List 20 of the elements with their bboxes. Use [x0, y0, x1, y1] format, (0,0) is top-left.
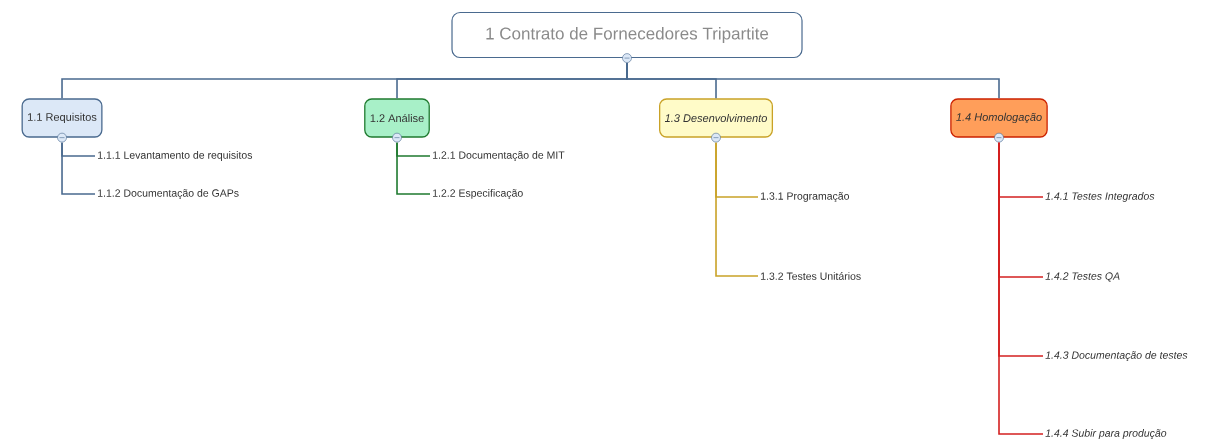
- connector: [998, 141, 1044, 435]
- subtopic-text: 1.4.3 Documentação de testes: [1045, 351, 1188, 361]
- subtopic-text: 1.4.1 Testes Integrados: [1045, 192, 1155, 202]
- subtopic-text: 1.1.1 Levantamento de requisitos: [98, 151, 253, 161]
- connector: [626, 62, 1000, 100]
- title-box: 1 Contrato de Fornecedores Tripartite: [451, 11, 803, 59]
- subtopic-text: 1.2.1 Documentação de MIT: [433, 151, 565, 161]
- connector: [396, 141, 431, 195]
- subtopic-text: 1.2.2 Especificação: [433, 189, 523, 199]
- subtopic-text: 1.3.1 Programação: [761, 192, 850, 202]
- subtopic-text: 1.1.2 Documentação de GAPs: [98, 189, 239, 199]
- topic-box: 1.4 Homologação: [950, 98, 1048, 138]
- subtopic-text: 1.4.2 Testes QA: [1045, 272, 1120, 282]
- subtopic-text: 1.3.2 Testes Unitários: [761, 272, 861, 280]
- connector: [715, 141, 759, 277]
- connector: [61, 141, 96, 195]
- topic-box: 1.3 Desenvolvimento: [659, 98, 773, 138]
- subtopic-text: 1.4.4 Subir para produção: [1045, 429, 1167, 439]
- topic-box: 1.1 Requisitos: [21, 98, 103, 138]
- topic-box: 1.2 Análise: [364, 98, 430, 138]
